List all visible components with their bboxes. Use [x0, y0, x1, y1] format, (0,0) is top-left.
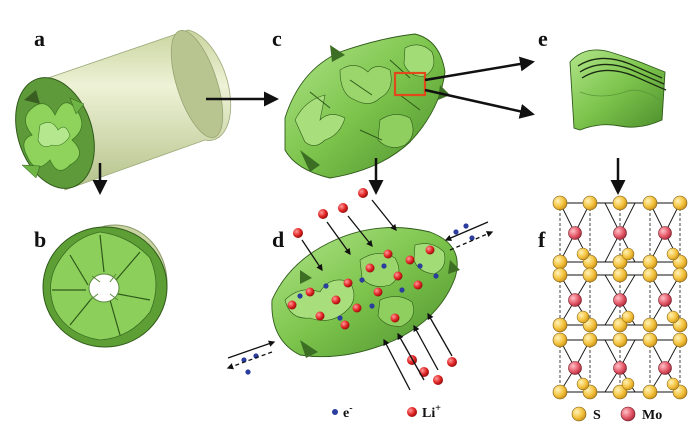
- arrow-c-to-e-top: [424, 56, 535, 82]
- molybdenum-atom: [658, 293, 672, 307]
- molybdenum-atom: [613, 293, 627, 307]
- sulfur-legend-label: S: [593, 408, 601, 423]
- sulfur-atom: [576, 377, 590, 391]
- molybdenum-legend-label: Mo: [642, 408, 662, 423]
- panel-e-sheet: [569, 49, 667, 131]
- arrow-c-to-e-bottom: [424, 88, 535, 119]
- sulfur-atom: [552, 384, 568, 400]
- sulfur-atom: [642, 317, 658, 333]
- sulfur-atom: [552, 332, 568, 348]
- panel-label-f: f: [538, 227, 546, 252]
- sulfur-atom: [642, 195, 658, 211]
- electron-legend-icon: [332, 409, 338, 415]
- sulfur-atom: [612, 195, 628, 211]
- panel-label-c: c: [272, 26, 282, 51]
- sulfur-atom: [576, 247, 590, 261]
- sulfur-atom: [621, 377, 635, 391]
- sulfur-atom: [612, 384, 628, 400]
- molybdenum-legend-icon: [620, 406, 636, 422]
- panel-label-e: e: [538, 26, 548, 51]
- sulfur-atom: [582, 267, 598, 283]
- panel-d-lithium-ions: [287, 188, 457, 385]
- sulfur-atom: [666, 377, 680, 391]
- electron-legend-label: e-: [343, 403, 353, 421]
- sulfur-atom: [582, 332, 598, 348]
- panel-d-ion-arrows-top: [301, 199, 397, 272]
- panel-d-electrons: [241, 223, 475, 375]
- lithium-legend-icon: [407, 407, 417, 417]
- panel-b-cross-section: [42, 224, 168, 348]
- sulfur-atom: [666, 247, 680, 261]
- sulfur-atom: [612, 267, 628, 283]
- sulfur-atom: [576, 310, 590, 324]
- molybdenum-atom: [568, 226, 582, 240]
- lithium-legend-label: Li+: [422, 403, 441, 421]
- panel-c-nanotube: [284, 33, 450, 179]
- panel-f-legend: S Mo: [571, 406, 662, 423]
- sulfur-legend-icon: [571, 406, 587, 422]
- molybdenum-atom: [613, 361, 627, 375]
- sulfur-atom: [642, 332, 658, 348]
- panel-a-tube: [15, 29, 232, 191]
- sulfur-atom: [612, 332, 628, 348]
- panel-f-lattice: [552, 195, 688, 400]
- panel-a-flower: [21, 90, 85, 179]
- sulfur-atom: [552, 195, 568, 211]
- sulfur-atom: [552, 254, 568, 270]
- sulfur-atom: [621, 247, 635, 261]
- sulfur-atom: [552, 267, 568, 283]
- sulfur-atom: [642, 384, 658, 400]
- sulfur-atom: [672, 332, 688, 348]
- sulfur-atom: [642, 267, 658, 283]
- panel-label-a: a: [34, 26, 45, 51]
- sulfur-atom: [621, 310, 635, 324]
- molybdenum-atom: [568, 293, 582, 307]
- highlight-box: [393, 71, 427, 97]
- panel-label-b: b: [34, 227, 46, 252]
- panel-d-ion-arrows-bottom: [383, 312, 453, 391]
- molybdenum-atom: [658, 226, 672, 240]
- sulfur-atom: [642, 254, 658, 270]
- sulfur-atom: [552, 317, 568, 333]
- panel-d-legend: e- Li+: [332, 403, 441, 421]
- molybdenum-atom: [568, 361, 582, 375]
- sulfur-atom: [672, 195, 688, 211]
- panel-d-electron-arrows: [226, 221, 494, 370]
- sulfur-atom: [672, 267, 688, 283]
- sulfur-atom: [582, 195, 598, 211]
- sulfur-atom: [612, 317, 628, 333]
- molybdenum-atom: [658, 361, 672, 375]
- panel-label-d: d: [272, 227, 284, 252]
- molybdenum-atom: [613, 226, 627, 240]
- sulfur-atom: [666, 310, 680, 324]
